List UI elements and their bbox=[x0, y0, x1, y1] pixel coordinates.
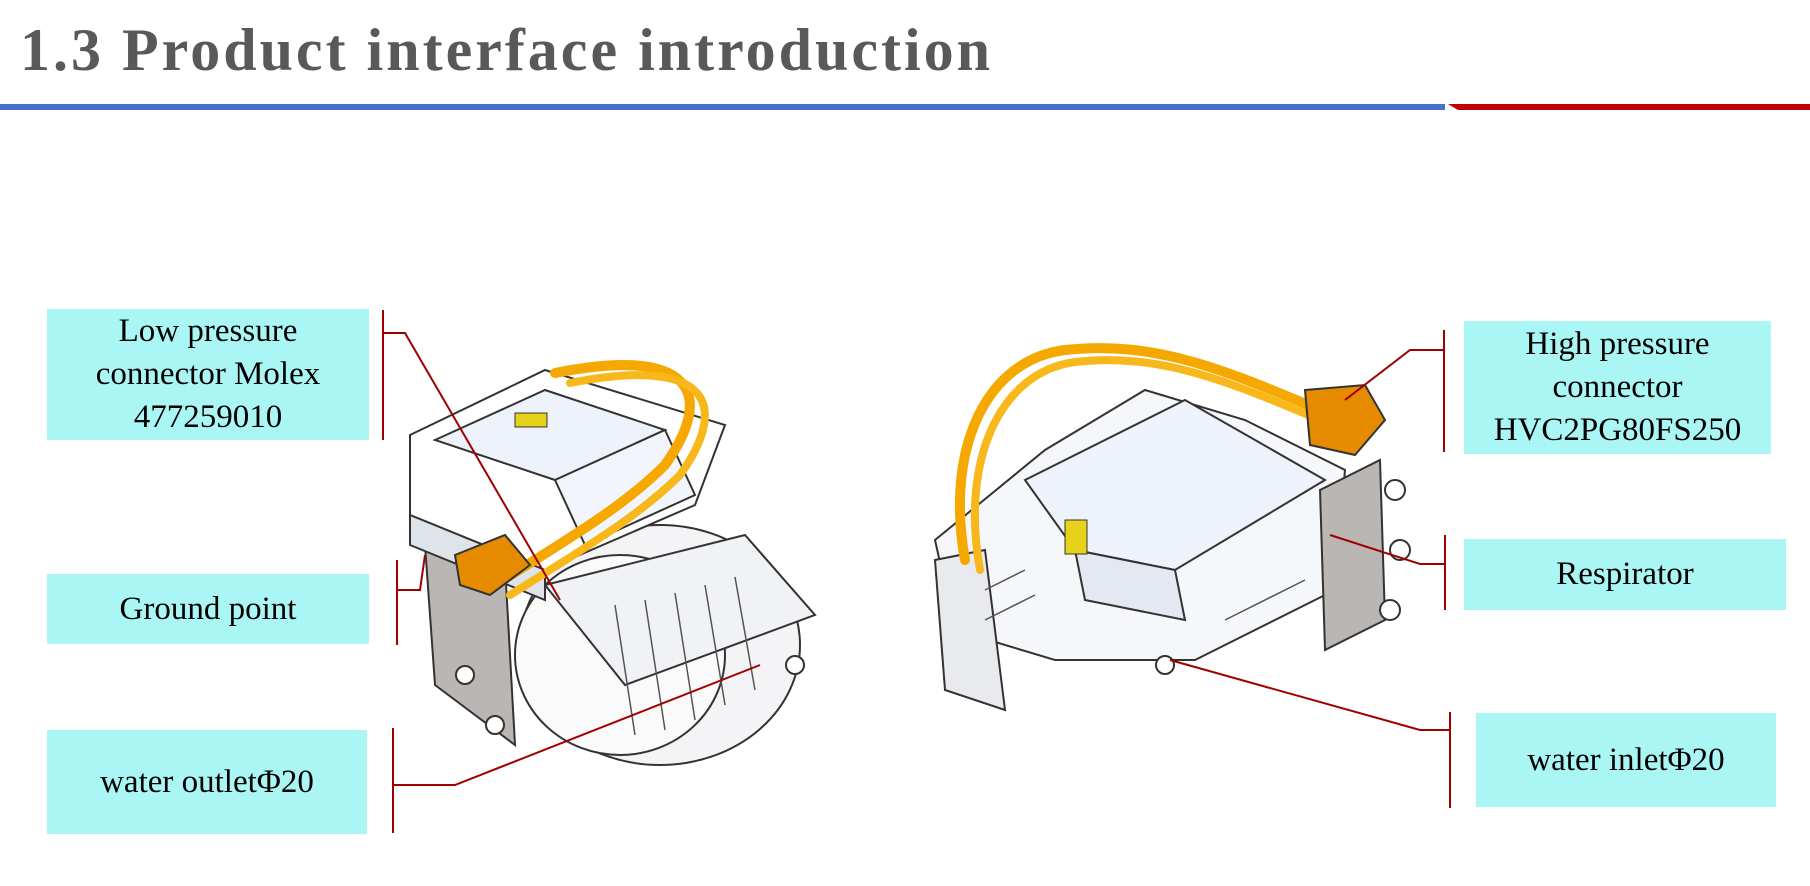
title-underline-blue bbox=[0, 104, 1445, 110]
callout-high-pressure-connector: High pressure connector HVC2PG80FS250 bbox=[1464, 321, 1771, 454]
title-underline-red bbox=[1448, 104, 1810, 110]
callout-ground-point: Ground point bbox=[47, 574, 369, 644]
motor-assembly-right-illustration bbox=[933, 343, 1411, 712]
motor-assembly-left-illustration bbox=[409, 360, 817, 766]
callout-water-inlet: water inletΦ20 bbox=[1476, 713, 1776, 807]
callout-respirator: Respirator bbox=[1464, 539, 1786, 610]
callout-water-outlet: water outletΦ20 bbox=[47, 730, 367, 834]
callout-low-pressure-connector: Low pressure connector Molex 477259010 bbox=[47, 309, 369, 440]
page-title: 1.3 Product interface introduction bbox=[20, 17, 994, 83]
